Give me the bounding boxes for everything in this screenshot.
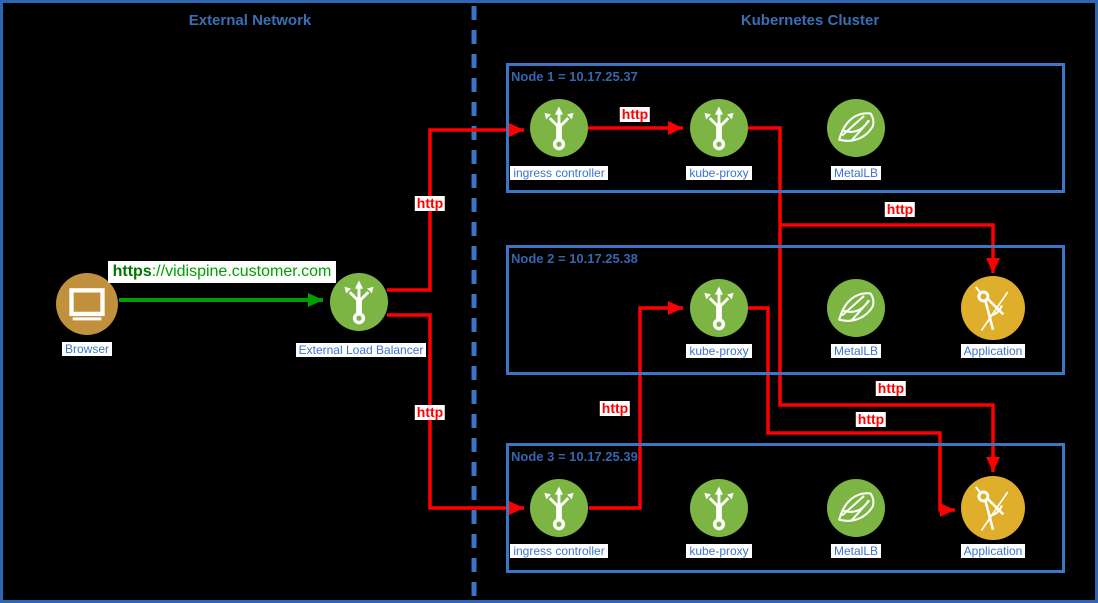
node2-title: Node 2 = 10.17.25.38 (511, 251, 638, 266)
edge-label-http-node1-node2app: http (884, 201, 916, 218)
edge-elb-to-node1-ingress (387, 123, 524, 292)
browser-label: Browser (7, 342, 167, 356)
edge-label-http-node2-node3app: http (855, 411, 887, 428)
node3-metallb-label: MetalLB (776, 544, 936, 558)
node2-application-label: Application (913, 344, 1073, 358)
node3-application-label: Application (913, 544, 1073, 558)
section-title-external-network: External Network (188, 12, 312, 29)
node3-box: Node 3 = 10.17.25.39 (506, 443, 1065, 573)
node1-kube-proxy-icon (690, 99, 748, 157)
edge-label-http-elb-node3: http (414, 404, 446, 421)
external-load-balancer-icon (330, 273, 388, 331)
node3-kube-proxy-label: kube-proxy (639, 544, 799, 558)
edge-label-http-node3ingress-node2kubeproxy: http (599, 400, 631, 417)
node2-kube-proxy-label: kube-proxy (639, 344, 799, 358)
node1-box: Node 1 = 10.17.25.37 (506, 63, 1065, 193)
node2-application-icon (961, 276, 1025, 340)
browser-icon (56, 273, 118, 335)
node3-title: Node 3 = 10.17.25.39 (511, 449, 638, 464)
node3-application-icon (961, 476, 1025, 540)
external-load-balancer-label: External Load Balancer (281, 343, 441, 357)
edge-label-http-ingress-kubeproxy: http (619, 106, 651, 123)
node2-metallb-icon (827, 279, 885, 337)
node3-ingress-controller-label: ingress controller (479, 544, 639, 558)
section-title-kubernetes-cluster: Kubernetes Cluster (740, 12, 880, 29)
node3-kube-proxy-icon (690, 479, 748, 537)
node1-kube-proxy-label: kube-proxy (639, 166, 799, 180)
edge-label-http-elb-node1: http (414, 195, 446, 212)
node3-ingress-controller-icon (530, 479, 588, 537)
node1-metallb-icon (827, 99, 885, 157)
node3-metallb-icon (827, 479, 885, 537)
edge-label-http-node1-node3app: http (875, 380, 907, 397)
node2-metallb-label: MetalLB (776, 344, 936, 358)
edge-label-https-url: https://vidispine.customer.com (108, 261, 336, 283)
node1-ingress-controller-label: ingress controller (479, 166, 639, 180)
node1-title: Node 1 = 10.17.25.37 (511, 69, 638, 84)
node2-kube-proxy-icon (690, 279, 748, 337)
node1-ingress-controller-icon (530, 99, 588, 157)
node2-box: Node 2 = 10.17.25.38 (506, 245, 1065, 375)
node1-metallb-label: MetalLB (776, 166, 936, 180)
